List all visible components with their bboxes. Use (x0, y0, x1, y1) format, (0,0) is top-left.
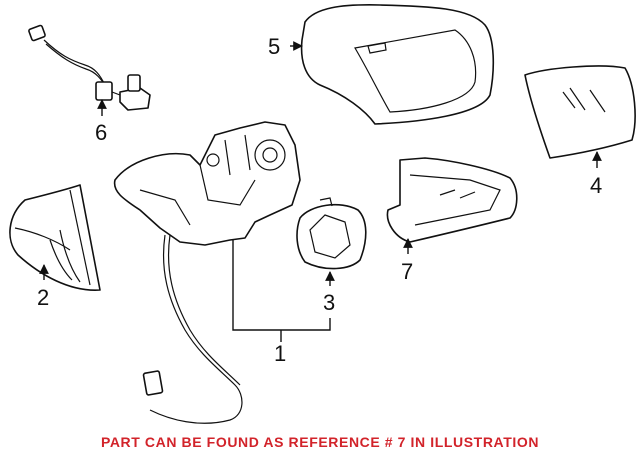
leader-lines (39, 41, 602, 342)
part-2-signal-lamp (9, 184, 101, 291)
callout-4: 4 (590, 173, 602, 198)
part-4-glass (524, 65, 636, 159)
part-5-housing (300, 4, 495, 125)
reference-note: PART CAN BE FOUND AS REFERENCE # 7 IN IL… (100, 434, 540, 450)
callout-7: 7 (401, 259, 413, 284)
callout-1: 1 (274, 341, 286, 366)
callout-2: 2 (37, 285, 49, 310)
callout-3: 3 (323, 290, 335, 315)
part-3-motor (296, 197, 367, 270)
part-7-lower-cover (386, 157, 518, 243)
part-6-harness (28, 24, 151, 111)
callout-6: 6 (95, 120, 107, 145)
callout-5: 5 (268, 34, 280, 59)
part-1-mirror-base (113, 121, 301, 424)
